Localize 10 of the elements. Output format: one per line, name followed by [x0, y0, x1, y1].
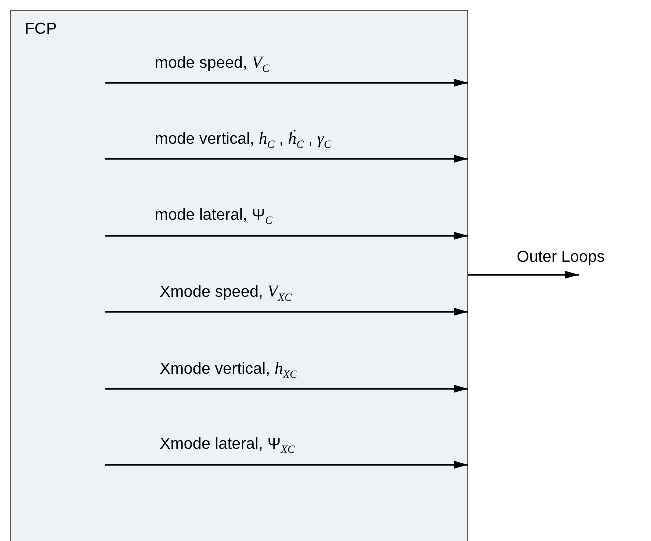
- arrow: [105, 79, 468, 87]
- panel-box: [10, 10, 468, 541]
- output-label: Outer Loops: [517, 248, 641, 275]
- arrow: [105, 461, 468, 469]
- arrow: [105, 308, 468, 316]
- arrow: [105, 155, 468, 163]
- panel-title: FCP: [25, 21, 57, 39]
- arrow: [105, 232, 468, 240]
- arrow: [105, 385, 468, 393]
- arrow: [468, 271, 579, 279]
